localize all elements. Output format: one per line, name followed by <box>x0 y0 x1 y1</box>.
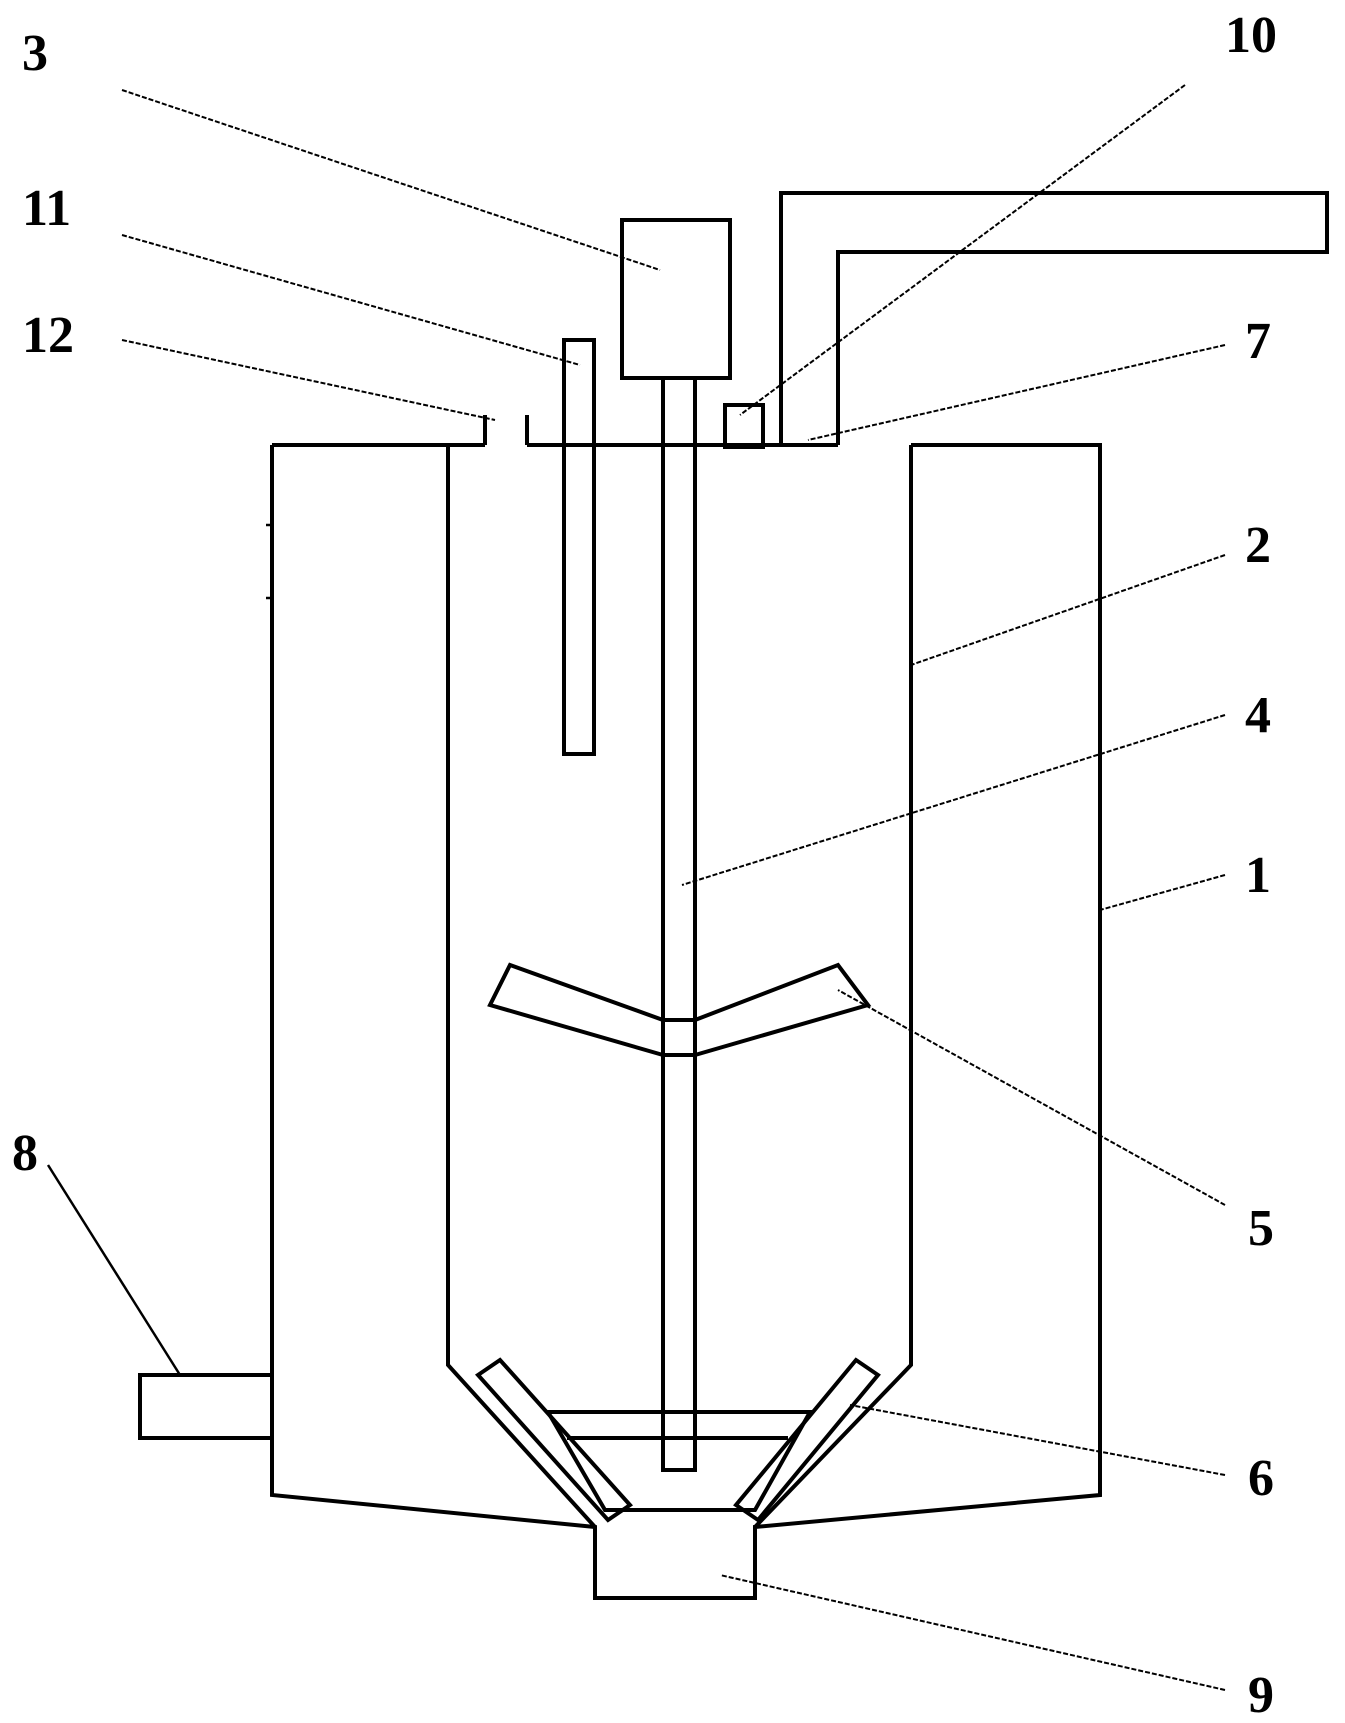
label-7: 7 <box>1245 313 1271 370</box>
label-4: 4 <box>1245 687 1271 744</box>
motor <box>620 218 732 380</box>
stirring-shaft <box>661 376 697 1472</box>
label-6: 6 <box>1248 1450 1274 1507</box>
bottom-scraper <box>474 1357 881 1523</box>
upper-impeller <box>487 962 872 1058</box>
labels: 3 11 12 10 7 2 4 1 5 6 9 8 <box>12 7 1277 1723</box>
inner-vessel <box>446 445 913 1529</box>
leader-lines <box>46 84 1226 1691</box>
label-10: 10 <box>1225 7 1277 64</box>
gas-outlet-pipe <box>779 191 1329 445</box>
feed-tube <box>562 338 596 756</box>
label-3: 3 <box>22 25 48 82</box>
top-lid <box>483 415 838 447</box>
label-9: 9 <box>1248 1667 1274 1723</box>
label-12: 12 <box>22 307 74 364</box>
label-1: 1 <box>1245 847 1271 904</box>
label-8: 8 <box>12 1125 38 1182</box>
sensor-block <box>723 403 765 449</box>
side-inlet-pipe <box>138 1373 272 1440</box>
label-11: 11 <box>22 180 71 237</box>
label-5: 5 <box>1248 1200 1274 1257</box>
label-2: 2 <box>1245 517 1271 574</box>
